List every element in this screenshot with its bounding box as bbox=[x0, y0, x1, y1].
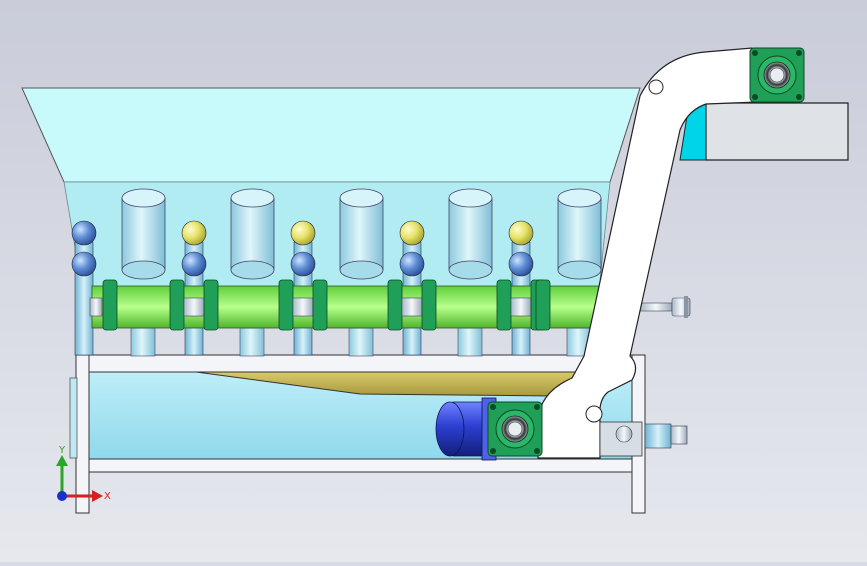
conveyor-hole-top bbox=[648, 79, 664, 95]
roller-cylinder[interactable] bbox=[557, 188, 602, 280]
coupling[interactable] bbox=[278, 279, 328, 331]
ball-lower[interactable] bbox=[181, 251, 207, 277]
coupling[interactable] bbox=[535, 279, 551, 331]
roller-cylinder[interactable] bbox=[230, 188, 275, 280]
ball-lower[interactable] bbox=[399, 251, 425, 277]
ball-top[interactable] bbox=[508, 220, 534, 246]
shaft-output-stub[interactable] bbox=[639, 296, 691, 318]
axis-x-label: X bbox=[104, 491, 111, 502]
drive-motor[interactable] bbox=[435, 397, 497, 461]
ball-top[interactable] bbox=[71, 220, 97, 246]
ball-top[interactable] bbox=[399, 220, 425, 246]
frame-side-plate bbox=[69, 377, 78, 459]
outlet-box[interactable] bbox=[679, 102, 849, 161]
lower-stub bbox=[348, 327, 374, 357]
flange-bearing-top[interactable] bbox=[749, 47, 805, 103]
flange-bearing-bottom[interactable] bbox=[487, 401, 543, 457]
hopper-body bbox=[21, 87, 641, 183]
frame-bottom-rail bbox=[75, 458, 643, 473]
ball-top[interactable] bbox=[181, 220, 207, 246]
roller-cylinder[interactable] bbox=[448, 188, 493, 280]
gearbox[interactable] bbox=[599, 421, 688, 457]
roller-cylinders bbox=[121, 188, 602, 280]
coupling[interactable] bbox=[387, 279, 437, 331]
lower-stub bbox=[239, 327, 265, 357]
frame-left-leg bbox=[75, 354, 90, 514]
coupling[interactable] bbox=[102, 279, 219, 331]
roller-cylinder[interactable] bbox=[339, 188, 384, 280]
ball-lower[interactable] bbox=[508, 251, 534, 277]
shaft-left-end bbox=[89, 297, 103, 317]
coupling[interactable] bbox=[496, 279, 546, 331]
conveyor-hole-bottom bbox=[585, 405, 603, 423]
float-balls bbox=[71, 220, 534, 277]
ball-lower[interactable] bbox=[290, 251, 316, 277]
motor-end-cap bbox=[435, 401, 465, 457]
lower-stub bbox=[457, 327, 483, 357]
ball-top[interactable] bbox=[290, 220, 316, 246]
xyz-axis-triad-icon: X Y bbox=[56, 445, 111, 502]
frame-top-rail bbox=[75, 354, 643, 373]
hopper[interactable] bbox=[21, 87, 641, 301]
axis-y-label: Y bbox=[58, 445, 66, 456]
roller-cylinder[interactable] bbox=[121, 188, 166, 280]
lower-stub bbox=[130, 327, 156, 357]
outlet-face bbox=[705, 102, 849, 161]
shaft-couplings bbox=[102, 279, 551, 331]
ball-lower[interactable] bbox=[71, 251, 97, 277]
